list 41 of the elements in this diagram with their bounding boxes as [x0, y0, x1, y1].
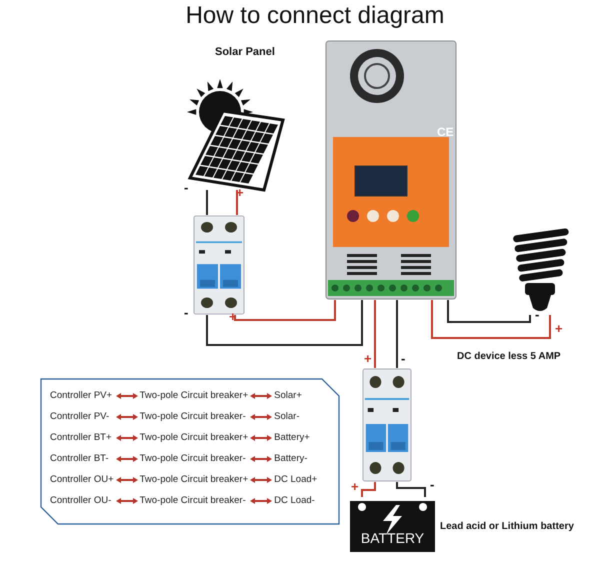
table-text: Solar+ [274, 390, 303, 401]
table-text: Battery- [274, 453, 308, 464]
wire [396, 300, 398, 368]
caption-text: DC device less 5 AMP [457, 352, 561, 362]
table-text: Controller OU- [50, 495, 112, 506]
caption-text: Lead acid or Lithium battery [440, 521, 574, 532]
caption-text: Solar Panel [215, 46, 275, 58]
diagram-title: How to connect diagram [184, 2, 446, 30]
polarity-sign: - [184, 306, 188, 319]
polarity-sign: + [555, 322, 563, 335]
table-text: Controller PV+ [50, 390, 114, 401]
wire [206, 190, 208, 215]
wire [206, 300, 363, 346]
polarity-sign: + [364, 352, 372, 365]
wire [361, 482, 376, 497]
table-text: Battery+ [274, 432, 311, 443]
table-text: Two-pole Circuit breaker- [140, 411, 247, 422]
battery-label: BATTERY [360, 530, 426, 546]
table-text: Controller OU+ [50, 474, 114, 485]
wire [236, 190, 238, 215]
wire [234, 300, 336, 321]
wire [396, 482, 426, 497]
table-text: DC Load- [274, 495, 316, 506]
polarity-sign: + [351, 480, 359, 493]
table-text: Controller PV- [50, 411, 110, 422]
table-text: Two-pole Circuit breaker- [140, 453, 247, 464]
table-text: DC Load+ [274, 474, 318, 485]
table-text: Controller BT- [50, 453, 110, 464]
table-text: Controller BT+ [50, 432, 113, 443]
table-text: Two-pole Circuit breaker- [140, 495, 247, 506]
polarity-sign: - [401, 352, 406, 365]
polarity-sign: - [535, 308, 540, 321]
wire [374, 300, 376, 368]
table-text: Two-pole Circuit breaker+ [140, 474, 248, 485]
polarity-sign: - [430, 478, 434, 491]
polarity-sign: - [184, 181, 188, 194]
table-text: Two-pole Circuit breaker+ [140, 390, 248, 401]
table-text: Two-pole Circuit breaker+ [140, 432, 248, 443]
table-text: Solar- [274, 411, 300, 422]
wire [431, 300, 551, 339]
wire [447, 300, 531, 323]
